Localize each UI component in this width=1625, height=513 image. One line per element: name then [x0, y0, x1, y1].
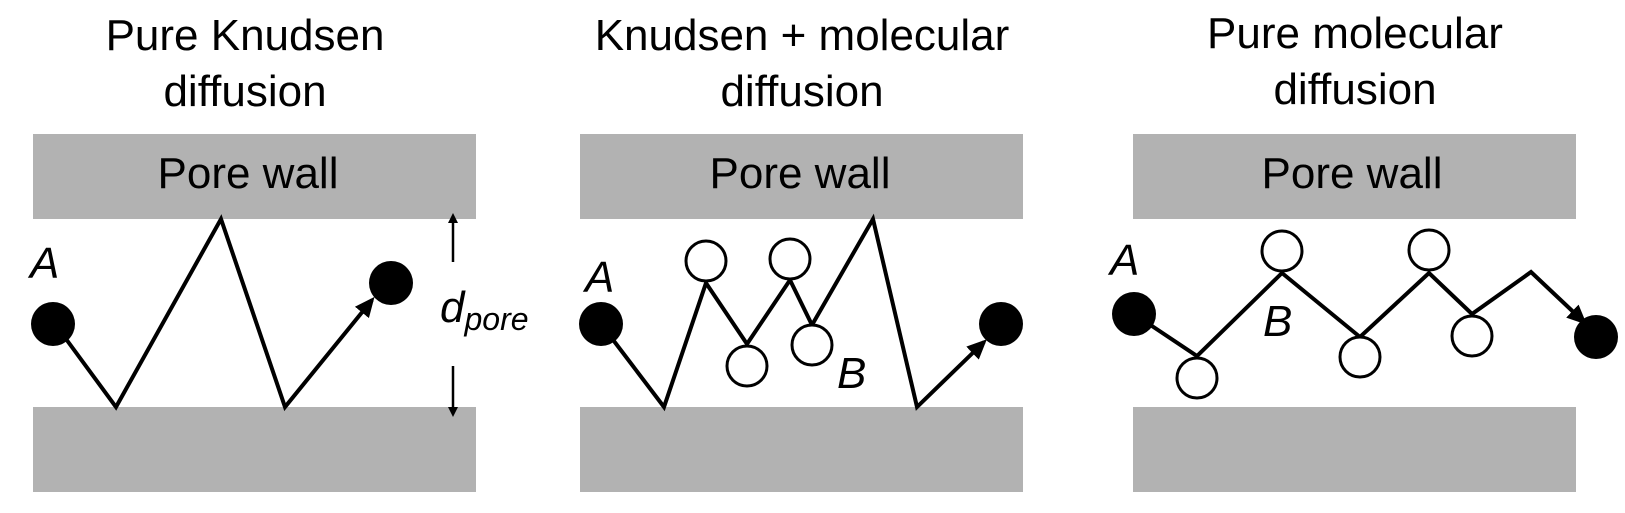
- molecule-b: [790, 323, 834, 367]
- molecule-b: [1260, 229, 1304, 273]
- molecule-a-label: A: [1107, 236, 1139, 285]
- molecule-a-start: [31, 302, 75, 346]
- molecule-a-start: [1112, 292, 1156, 336]
- panel-title-line1: Pure Knudsen: [106, 11, 385, 60]
- bottom-pore-wall: [1133, 407, 1576, 492]
- panel-title-line2: diffusion: [720, 67, 883, 116]
- panel-molecular: Pure molecular diffusion Pore wall A B: [1107, 9, 1618, 492]
- knudsen-trajectory: [53, 214, 375, 412]
- panel-title-line2: diffusion: [1273, 65, 1436, 114]
- top-pore-wall: [1133, 134, 1576, 219]
- molecule-b: [725, 344, 769, 388]
- bottom-pore-wall: [33, 407, 476, 492]
- bottom-pore-wall: [580, 407, 1023, 492]
- molecule-b: [1175, 356, 1219, 400]
- top-pore-wall: [580, 134, 1023, 219]
- molecule-a-label: A: [27, 239, 59, 288]
- top-pore-wall: [33, 134, 476, 219]
- panel-title-line1: Knudsen + molecular: [595, 11, 1010, 60]
- molecule-a-end: [369, 261, 413, 305]
- molecule-a-start: [579, 302, 623, 346]
- pore-diameter-dimension: dpore: [440, 213, 529, 417]
- panel-title-line1: Pure molecular: [1207, 9, 1503, 58]
- pore-wall-label: Pore wall: [1262, 149, 1443, 198]
- panel-knudsen: Pure Knudsen diffusion Pore wall A: [27, 11, 476, 492]
- molecule-b-label: B: [1263, 297, 1292, 346]
- molecular-trajectory: [1132, 269, 1587, 359]
- panel-knudsen-molecular: Knudsen + molecular diffusion Pore wall …: [579, 11, 1023, 492]
- molecule-b: [1407, 228, 1451, 272]
- panel-title-line2: diffusion: [163, 67, 326, 116]
- molecule-b: [1338, 335, 1382, 379]
- molecule-a-label: A: [582, 253, 614, 302]
- pore-wall-label: Pore wall: [158, 149, 339, 198]
- molecule-b: [684, 239, 728, 283]
- pore-wall-label: Pore wall: [710, 149, 891, 198]
- molecule-b-label: B: [837, 349, 866, 398]
- molecule-a-end: [979, 302, 1023, 346]
- molecule-b: [768, 237, 812, 281]
- molecule-a-end: [1574, 315, 1618, 359]
- pore-diameter-label: dpore: [440, 283, 529, 337]
- molecule-b: [1450, 314, 1494, 358]
